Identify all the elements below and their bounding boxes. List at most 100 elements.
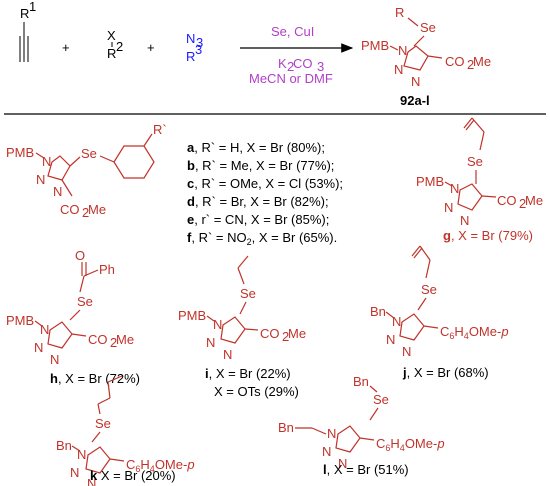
svg-text:PMB: PMB (416, 174, 444, 189)
svg-text:3: 3 (317, 59, 324, 74)
svg-text:Se: Se (467, 154, 483, 169)
structure-h: O Ph Se PMB N N N CO 2 Me (6, 248, 134, 367)
svg-text:Bn: Bn (278, 420, 294, 435)
svg-text:CO: CO (260, 326, 280, 341)
svg-text:N: N (411, 74, 420, 89)
svg-text:N: N (50, 352, 59, 367)
halide-reagent: X R 2 (107, 28, 123, 61)
atom-r: R (395, 5, 404, 20)
svg-text:N: N (42, 154, 51, 169)
svg-text:Bn: Bn (56, 438, 72, 453)
aryl-group: C6H4OMe-p (440, 324, 509, 341)
svg-text:N: N (213, 317, 222, 332)
structure-a-f: PMB N N N Se R` CO 2 Me (6, 122, 167, 220)
svg-text:Me: Me (525, 193, 543, 208)
svg-text:CO: CO (60, 202, 80, 217)
svg-text:Se: Se (421, 282, 437, 297)
svg-text:O: O (75, 248, 85, 263)
azide-n3: N (186, 31, 195, 46)
svg-text:N: N (70, 465, 79, 480)
svg-text:N: N (386, 332, 395, 347)
svg-text:CO: CO (293, 56, 313, 71)
label-i-line2: X = OTs (29%) (214, 384, 299, 399)
svg-text:PMB: PMB (178, 308, 206, 323)
conditions-below: K 2 CO 3 MeCN or DMF (249, 56, 333, 86)
svg-text:CO: CO (88, 332, 108, 347)
svg-text:Me: Me (473, 54, 491, 69)
conditions-above: Se, CuI (271, 24, 314, 39)
azide-n3-sub: 3 (196, 35, 203, 50)
triazole-ring (457, 183, 483, 211)
svg-text:Se: Se (95, 416, 111, 431)
svg-text:2: 2 (467, 57, 474, 72)
label-l: l, X = Br (51%) (323, 462, 409, 477)
benzene-ring (113, 145, 155, 179)
plus-sign: + (62, 40, 70, 55)
svg-text:2: 2 (287, 59, 294, 74)
svg-text:CO: CO (497, 193, 517, 208)
aryl-group: C6H4OMe-p (376, 436, 445, 453)
alkyne-reagent: R 1 (19, 0, 36, 62)
product-structure: R Se PMB N N N CO 2 Me (361, 5, 491, 89)
series-d: d, R` = Br, X = Br (82%); (187, 194, 329, 209)
series-f: f, R` = NO2, X = Br (65%). (187, 230, 337, 247)
svg-text:2: 2 (282, 329, 289, 344)
svg-text:Me: Me (288, 326, 306, 341)
halide-r: R (107, 46, 116, 61)
structure-g: Se PMB N N N CO 2 Me (416, 117, 543, 228)
svg-text:N: N (338, 456, 347, 471)
atom-se: Se (420, 20, 436, 35)
label-g: g, X = Br (79%) (443, 228, 533, 243)
structure-k: Se Bn N N N C6H4OMe-p (56, 375, 195, 486)
svg-text:Se: Se (373, 392, 389, 407)
svg-text:N: N (460, 213, 469, 228)
atom-pmb: PMB (361, 38, 389, 53)
atom-n: N (398, 43, 407, 58)
triazole-ring (47, 321, 73, 349)
alkyne-r-sup: 1 (29, 0, 36, 14)
svg-text:MeCN or DMF: MeCN or DMF (249, 71, 333, 86)
label-k: k X = Br (20%) (90, 468, 176, 483)
svg-text:Me: Me (88, 202, 106, 217)
svg-text:N: N (34, 340, 43, 355)
plus-sign: + (147, 40, 155, 55)
triazole-ring (47, 155, 71, 181)
triazole-ring (220, 316, 246, 344)
triazole-ring (399, 313, 425, 341)
svg-text:N: N (87, 476, 96, 486)
svg-text:N: N (53, 184, 62, 199)
azide-r: R (186, 49, 195, 64)
svg-text:2: 2 (519, 196, 526, 211)
svg-text:N: N (450, 181, 459, 196)
svg-text:N: N (444, 200, 453, 215)
series-e: e, r` = CN, X = Br (85%); (187, 212, 329, 227)
svg-text:N: N (40, 322, 49, 337)
structure-j: Se Bn N N N C6H4OMe-p (370, 245, 509, 359)
svg-text:CO: CO (445, 54, 465, 69)
svg-text:N: N (36, 172, 45, 187)
series-c: c, R` = OMe, X = Cl (53%); (187, 176, 343, 191)
svg-text:N: N (327, 426, 336, 441)
triazole-ring (85, 446, 111, 474)
label-h: h, X = Br (72%) (50, 371, 140, 386)
series-a: a, R` = H, X = Br (80%); (187, 140, 325, 155)
triazole-ring (403, 45, 429, 71)
halide-x: X (107, 28, 116, 43)
svg-text:2: 2 (110, 335, 117, 350)
svg-text:Se: Se (240, 286, 256, 301)
label-i: i, X = Br (22%) (205, 366, 291, 381)
svg-text:Bn: Bn (353, 374, 369, 389)
svg-text:Me: Me (116, 332, 134, 347)
svg-text:2: 2 (82, 205, 89, 220)
halide-r-sup: 2 (116, 39, 123, 54)
structure-l: Bn Se Bn N N N C6H4OMe-p (278, 374, 445, 471)
structure-i: Se PMB N N N CO 2 Me (178, 255, 306, 362)
alkyne-r: R (20, 6, 29, 21)
svg-text:N: N (77, 447, 86, 462)
svg-text:N: N (322, 444, 331, 459)
label-j: j, X = Br (68%) (402, 365, 489, 380)
product-label: 92a-l (400, 93, 430, 108)
svg-text:PMB: PMB (6, 145, 34, 160)
svg-text:N: N (206, 335, 215, 350)
